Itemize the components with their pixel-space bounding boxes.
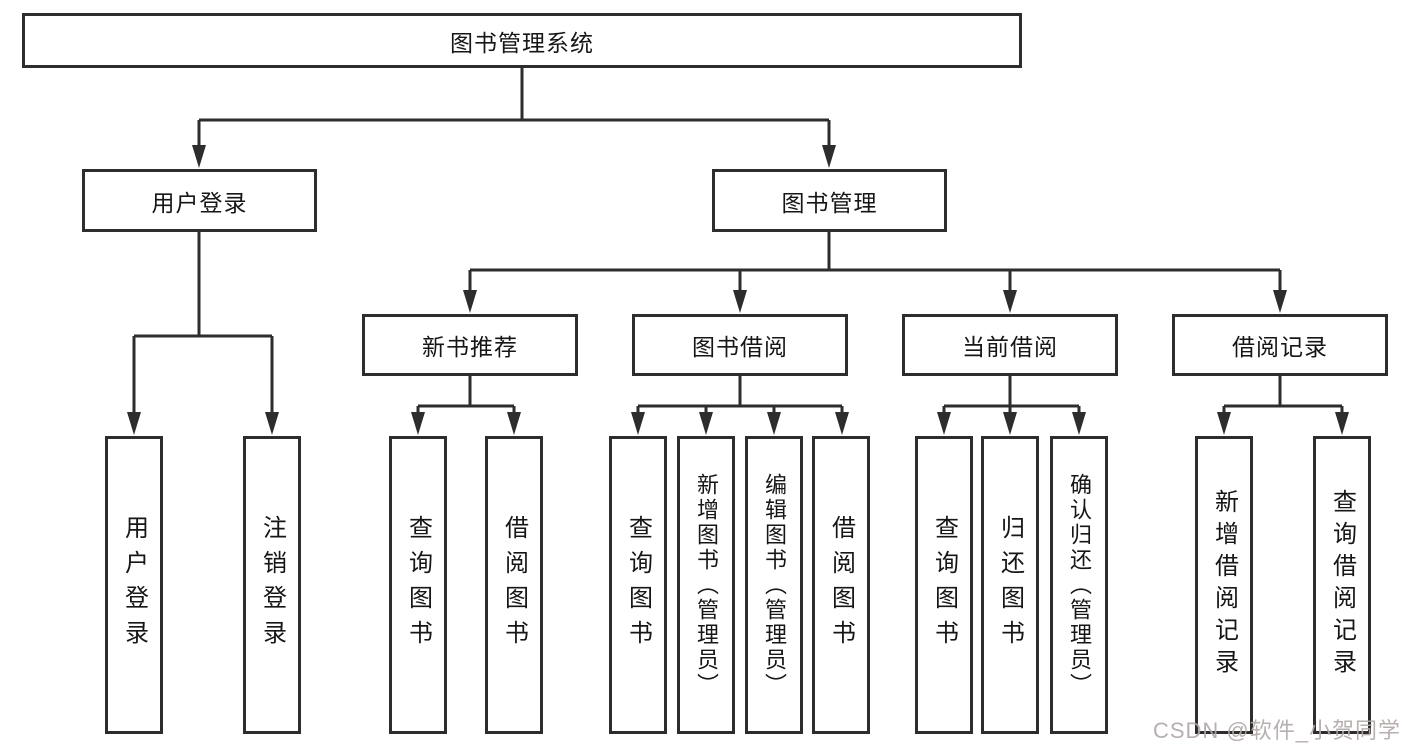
node-label: 编辑图书（管理员）	[762, 472, 787, 698]
connector-book-management-children	[463, 232, 1287, 313]
node-logout: 注销登录	[243, 436, 301, 734]
node-current-borrow: 当前借阅	[902, 314, 1118, 376]
node-label: 查询图书	[624, 515, 652, 655]
connector-root-to-level2	[192, 68, 836, 168]
node-label: 查询借阅记录	[1328, 489, 1356, 681]
connector-book-borrow-children	[631, 376, 849, 435]
node-label: 新增图书（管理员）	[694, 472, 719, 698]
connector-user-login-children	[127, 232, 279, 435]
node-borrow-record: 借阅记录	[1172, 314, 1388, 376]
node-label: 查询图书	[930, 515, 958, 655]
node-book-management-system: 图书管理系统	[22, 13, 1022, 68]
node-book-management-group: 图书管理	[712, 169, 947, 232]
node-book-borrow: 图书借阅	[632, 314, 848, 376]
node-user-login-leaf: 用户登录	[105, 436, 163, 734]
connector-current-borrow-children	[937, 376, 1086, 435]
node-label: 确认归还（管理员）	[1067, 472, 1092, 698]
node-query-books-2: 查询图书	[609, 436, 667, 734]
node-borrow-books-1: 借阅图书	[485, 436, 543, 734]
node-label: 借阅图书	[500, 515, 528, 655]
node-label: 借阅图书	[827, 515, 855, 655]
node-query-borrow-record: 查询借阅记录	[1313, 436, 1371, 734]
connector-borrow-record-children	[1217, 376, 1349, 435]
node-add-borrow-record: 新增借阅记录	[1195, 436, 1253, 734]
node-return-books: 归还图书	[981, 436, 1039, 734]
node-user-login-group: 用户登录	[82, 169, 317, 232]
node-add-books-admin: 新增图书（管理员）	[677, 436, 735, 734]
connector-new-book-children	[411, 376, 521, 435]
node-borrow-books-2: 借阅图书	[812, 436, 870, 734]
node-edit-books-admin: 编辑图书（管理员）	[745, 436, 803, 734]
csdn-watermark: CSDN @软件_小贺同学	[1152, 718, 1401, 743]
node-query-books-1: 查询图书	[389, 436, 447, 734]
node-label: 新增借阅记录	[1210, 489, 1238, 681]
node-label: 查询图书	[404, 515, 432, 655]
node-confirm-return-admin: 确认归还（管理员）	[1050, 436, 1108, 734]
node-new-book-recommend: 新书推荐	[362, 314, 578, 376]
node-label: 用户登录	[120, 515, 148, 655]
node-label: 归还图书	[996, 515, 1024, 655]
node-query-books-3: 查询图书	[915, 436, 973, 734]
node-label: 注销登录	[258, 515, 286, 655]
